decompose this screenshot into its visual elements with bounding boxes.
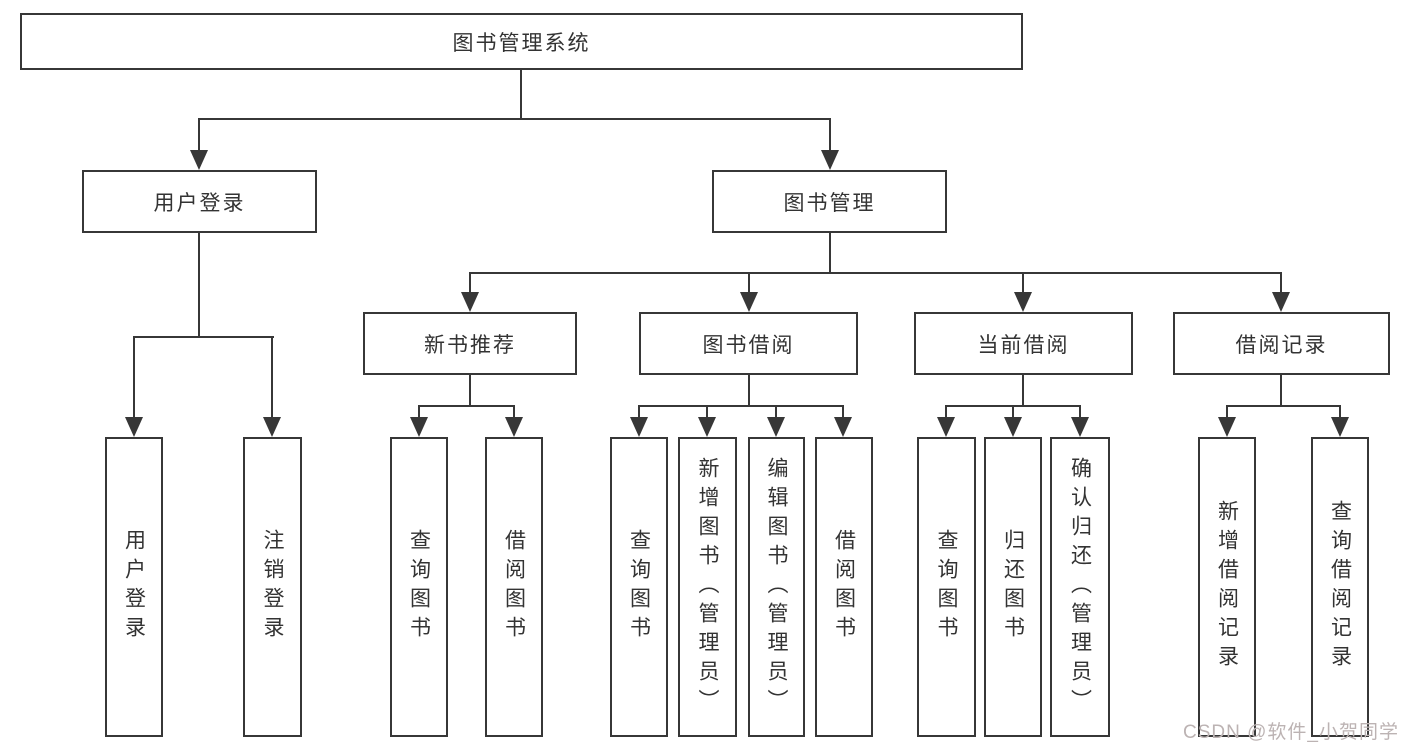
leaf-query-books-current: 查询图书: [917, 437, 976, 737]
connector-vertical: [469, 375, 471, 407]
connector-vertical: [1012, 405, 1014, 420]
connector-vertical: [748, 272, 750, 296]
arrowhead-down: [1331, 417, 1349, 437]
arrowhead-down: [190, 150, 208, 170]
connector-vertical: [469, 272, 471, 296]
leaf-return-books-label: 归还图书: [1001, 529, 1025, 645]
connector-vertical: [1226, 405, 1228, 420]
leaf-query-books-borrowing-label: 查询图书: [627, 529, 651, 645]
node-book-management-label: 图书管理: [783, 191, 876, 215]
connector-horizontal: [418, 405, 515, 407]
connector-vertical: [638, 405, 640, 420]
leaf-query-books-borrowing: 查询图书: [610, 437, 668, 737]
node-root: 图书管理系统: [20, 13, 1023, 70]
leaf-query-borrow-record: 查询借阅记录: [1311, 437, 1369, 737]
connector-horizontal: [133, 336, 274, 338]
node-current-borrowing-label: 当前借阅: [977, 333, 1070, 357]
leaf-user-login-label: 用户登录: [122, 529, 146, 645]
connector-vertical: [945, 405, 947, 420]
node-current-borrowing: 当前借阅: [914, 312, 1133, 375]
leaf-edit-book-admin-label: 编辑图书（管理员）: [765, 456, 788, 718]
leaf-add-borrow-record: 新增借阅记录: [1198, 437, 1256, 737]
arrowhead-down: [740, 292, 758, 312]
connector-vertical: [1079, 405, 1081, 420]
node-new-book-recommend: 新书推荐: [363, 312, 577, 375]
arrowhead-down: [1004, 417, 1022, 437]
connector-vertical: [271, 336, 273, 420]
connector-vertical: [198, 118, 200, 154]
connector-horizontal: [638, 405, 844, 407]
connector-horizontal: [1226, 405, 1341, 407]
connector-horizontal: [198, 118, 831, 120]
leaf-query-books-current-label: 查询图书: [935, 529, 958, 645]
connector-vertical: [1339, 405, 1341, 420]
connector-vertical: [133, 336, 135, 420]
arrowhead-down: [767, 417, 785, 437]
leaf-return-books: 归还图书: [984, 437, 1042, 737]
arrowhead-down: [937, 417, 955, 437]
arrowhead-down: [1218, 417, 1236, 437]
node-book-borrowing: 图书借阅: [639, 312, 858, 375]
arrowhead-down: [630, 417, 648, 437]
arrowhead-down: [263, 417, 281, 437]
leaf-logout-label: 注销登录: [261, 529, 284, 645]
connector-vertical: [1022, 375, 1024, 407]
connector-vertical: [829, 233, 831, 274]
leaf-edit-book-admin: 编辑图书（管理员）: [748, 437, 805, 737]
arrowhead-down: [1071, 417, 1089, 437]
node-borrowing-records: 借阅记录: [1173, 312, 1390, 375]
connector-vertical: [418, 405, 420, 420]
leaf-add-borrow-record-label: 新增借阅记录: [1215, 500, 1239, 674]
connector-vertical: [748, 375, 750, 407]
leaf-add-book-admin-label: 新增图书（管理员）: [696, 456, 719, 718]
leaf-user-login: 用户登录: [105, 437, 163, 737]
leaf-confirm-return-admin: 确认归还（管理员）: [1050, 437, 1110, 737]
csdn-watermark: CSDN @软件_小贺同学: [1183, 722, 1399, 743]
arrowhead-down: [1014, 292, 1032, 312]
leaf-borrow-books-borrowing: 借阅图书: [815, 437, 873, 737]
leaf-borrow-books-recommend-label: 借阅图书: [502, 529, 526, 645]
leaf-borrow-books-borrowing-label: 借阅图书: [832, 529, 856, 645]
connector-vertical: [513, 405, 515, 420]
connector-vertical: [1280, 272, 1282, 296]
connector-vertical: [706, 405, 708, 420]
leaf-add-book-admin: 新增图书（管理员）: [678, 437, 737, 737]
connector-vertical: [198, 233, 200, 338]
leaf-confirm-return-admin-label: 确认归还（管理员）: [1068, 456, 1092, 718]
arrowhead-down: [1272, 292, 1290, 312]
node-user-login: 用户登录: [82, 170, 317, 233]
arrowhead-down: [461, 292, 479, 312]
connector-vertical: [520, 68, 522, 120]
node-root-label: 图书管理系统: [452, 31, 591, 55]
arrowhead-down: [125, 417, 143, 437]
arrowhead-down: [505, 417, 523, 437]
connector-horizontal: [469, 272, 1282, 274]
leaf-logout: 注销登录: [243, 437, 302, 737]
connector-vertical: [775, 405, 777, 420]
connector-vertical: [842, 405, 844, 420]
leaf-query-books-recommend-label: 查询图书: [407, 529, 431, 645]
arrowhead-down: [834, 417, 852, 437]
node-book-borrowing-label: 图书借阅: [702, 333, 795, 357]
node-new-book-recommend-label: 新书推荐: [424, 333, 516, 357]
node-borrowing-records-label: 借阅记录: [1235, 333, 1328, 357]
arrowhead-down: [698, 417, 716, 437]
arrowhead-down: [821, 150, 839, 170]
leaf-query-books-recommend: 查询图书: [390, 437, 448, 737]
leaf-query-borrow-record-label: 查询借阅记录: [1328, 500, 1352, 674]
connector-vertical: [829, 118, 831, 154]
arrowhead-down: [410, 417, 428, 437]
node-book-management: 图书管理: [712, 170, 947, 233]
leaf-borrow-books-recommend: 借阅图书: [485, 437, 543, 737]
connector-vertical: [1022, 272, 1024, 296]
node-user-login-label: 用户登录: [153, 191, 246, 215]
connector-vertical: [1280, 375, 1282, 407]
